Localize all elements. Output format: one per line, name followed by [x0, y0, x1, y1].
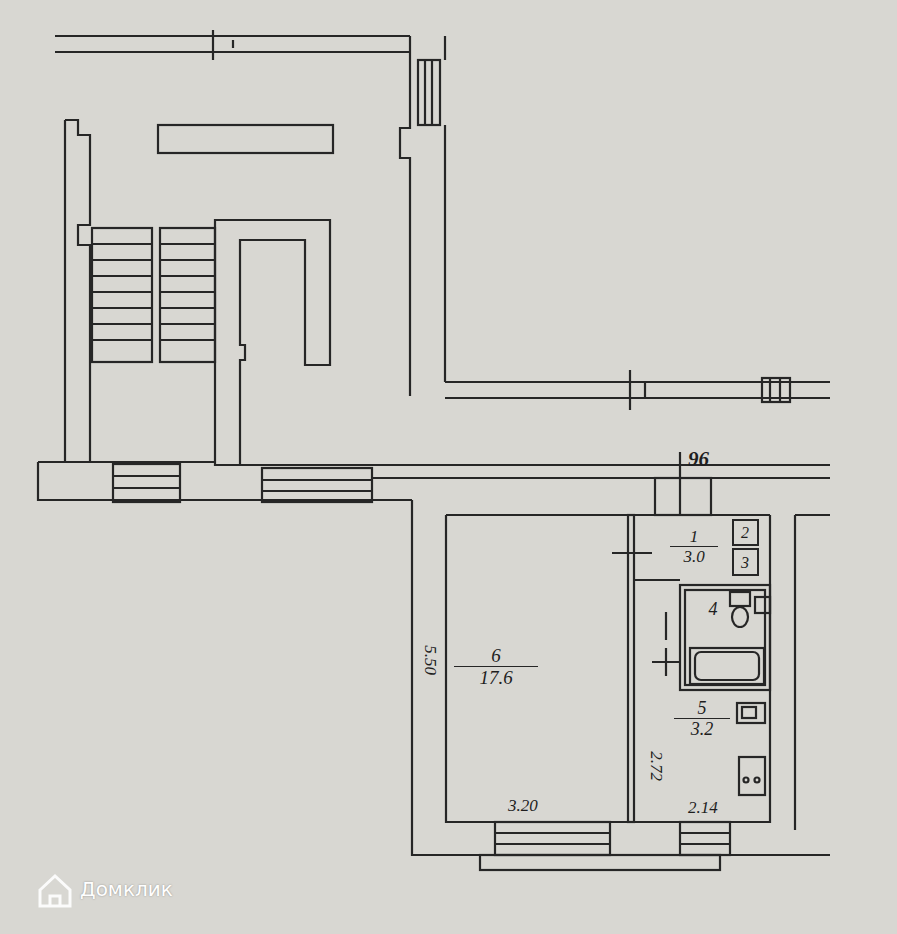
room-area: 4 [680, 585, 770, 690]
room-label-group: 617.6 [454, 645, 538, 688]
room-area-value: 3.0 [670, 547, 718, 566]
dimension-label: 2.72 [647, 751, 666, 781]
room-number: 3 [734, 554, 756, 572]
dimension-label: 3.20 [508, 797, 538, 816]
room-area: 13.0 [634, 515, 730, 580]
room-area: 617.6 [446, 515, 628, 822]
utility-box: 2 [732, 519, 759, 546]
room-number: 1 [670, 527, 718, 547]
room-number: 6 [454, 645, 538, 667]
room-label-group: 4 [702, 599, 724, 619]
dimension-label: 96 [688, 448, 709, 471]
dimension-label: 2.14 [688, 799, 718, 818]
room-label-group: 13.0 [670, 527, 718, 566]
watermark: Домклик [80, 878, 173, 900]
room-number: 5 [674, 698, 730, 719]
utility-box: 3 [732, 548, 759, 576]
room-area-value: 3.2 [674, 719, 730, 739]
dimension-label: 5.50 [421, 645, 440, 675]
room-number: 4 [702, 599, 724, 619]
room-label-group: 2 [734, 524, 756, 542]
room-number: 2 [734, 524, 756, 542]
room-label-group: 53.2 [674, 698, 730, 739]
room-area-value: 17.6 [454, 667, 538, 688]
room-label-group: 3 [734, 554, 756, 572]
